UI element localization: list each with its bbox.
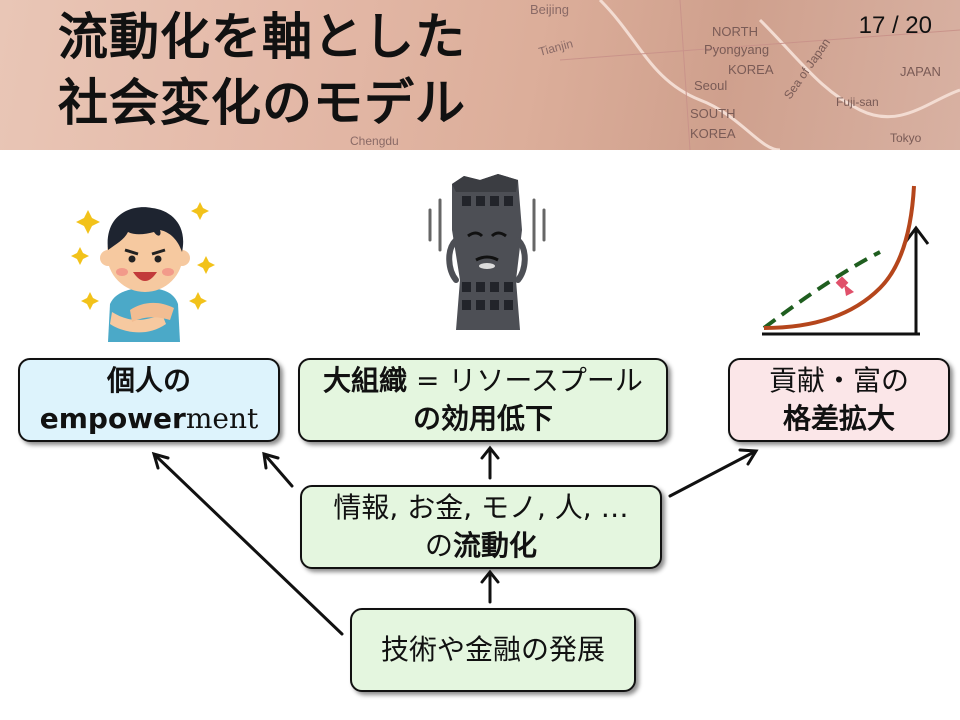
map-label: KOREA: [728, 62, 774, 77]
empowerment-word-bold: empower: [39, 402, 186, 435]
arrow-liquidity-to-organization: [480, 445, 500, 480]
technology-box: 技術や金融の発展: [350, 608, 636, 692]
map-label: Chengdu: [350, 134, 399, 148]
liquidity-bold: 流動化: [453, 529, 538, 562]
organization-line-2: の効用低下: [412, 402, 553, 435]
arrow-tech-to-liquidity: [480, 569, 500, 604]
map-label: SOUTH: [690, 106, 736, 121]
diverging-growth-curve-icon: [762, 185, 930, 336]
organization-bold: 大組織: [323, 364, 408, 397]
arrow-liquidity-to-gap: [668, 448, 759, 498]
map-label: Beijing: [530, 2, 569, 17]
map-label: Fuji-san: [836, 95, 879, 109]
gap-arrow-icon: [844, 284, 854, 296]
map-label: Seoul: [694, 78, 727, 93]
empowerment-word-rest: ment: [185, 402, 259, 435]
title-line-1: 流動化を軸とした: [58, 8, 466, 66]
arrow-tech-to-empowerment: [151, 451, 344, 636]
map-label: JAPAN: [900, 64, 941, 79]
map-label: KOREA: [690, 126, 736, 141]
liquidity-line-1: 情報, お金, モノ, 人, …: [333, 491, 629, 524]
liquidity-line-2: の流動化: [302, 527, 660, 565]
map-label: Tokyo: [890, 131, 922, 145]
confident-person-illustration: [71, 202, 215, 342]
sparkle-icon: [71, 202, 215, 310]
crumbling-building-illustration: [428, 174, 546, 330]
liquidity-box: 情報, お金, モノ, 人, … の流動化: [300, 485, 662, 569]
technology-label: 技術や金融の発展: [380, 633, 605, 666]
empowerment-line-2: empowerment: [20, 400, 278, 438]
liquidity-prefix: の: [424, 529, 453, 562]
page-number: 17 / 20: [858, 12, 932, 39]
empowerment-line-1: 個人の: [106, 364, 191, 397]
map-label: NORTH: [712, 24, 758, 39]
gap-line-2: 格差拡大: [782, 402, 895, 435]
empowerment-box: 個人の empowerment: [18, 358, 280, 442]
gap-box: 貢献・富の 格差拡大: [728, 358, 950, 442]
map-label: Pyongyang: [704, 42, 769, 57]
organization-line-1: 大組織 = リソースプール: [300, 362, 666, 400]
organization-rest: = リソースプール: [407, 364, 643, 397]
map-background: Beijing NORTH Pyongyang KOREA Seoul SOUT…: [350, 0, 960, 150]
slide-title: 流動化を軸とした 社会変化のモデル: [58, 4, 466, 136]
slide-header: Beijing NORTH Pyongyang KOREA Seoul SOUT…: [0, 0, 960, 150]
arrow-liquidity-to-empowerment: [262, 451, 294, 488]
title-line-2: 社会変化のモデル: [58, 74, 466, 132]
gap-line-1: 貢献・富の: [768, 364, 909, 397]
organization-box: 大組織 = リソースプール の効用低下: [298, 358, 668, 442]
